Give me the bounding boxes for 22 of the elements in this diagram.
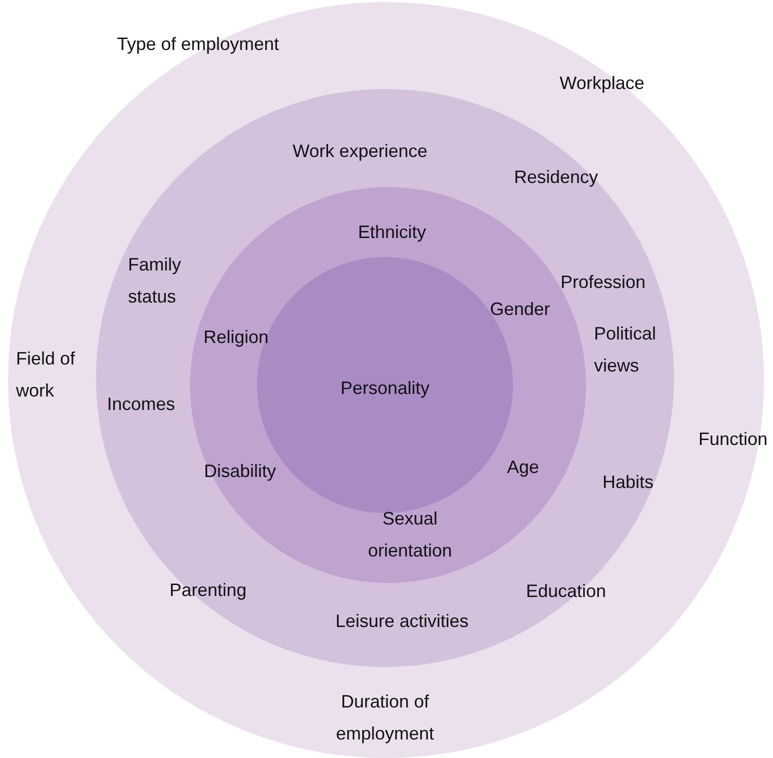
factor-label: Profession — [560, 272, 646, 294]
factor-label: Workplace — [560, 73, 644, 95]
factor-label: Education — [526, 581, 606, 603]
factor-label: Disability — [204, 461, 276, 483]
factor-label: Gender — [490, 299, 550, 321]
factor-label: Function — [698, 429, 768, 451]
factor-label: Habits — [602, 472, 654, 494]
factor-label: Religion — [203, 327, 269, 349]
factor-label: Type of employment — [116, 34, 280, 56]
factor-label: Incomes — [106, 394, 176, 416]
factor-label: Age — [506, 457, 540, 479]
factor-label: Field of work — [16, 348, 76, 402]
factor-label: Ethnicity — [358, 222, 426, 244]
factor-label: Sexual orientation — [366, 508, 454, 562]
factor-label: Parenting — [169, 580, 247, 602]
factor-label: Leisure activities — [335, 611, 469, 633]
factor-label: Duration of employment — [334, 690, 436, 746]
factor-label: Family status — [128, 254, 182, 308]
factor-label: Residency — [514, 167, 598, 189]
factor-label: Political views — [594, 322, 658, 377]
factor-label: Work experience — [292, 141, 428, 163]
factor-label: Personality — [340, 378, 430, 400]
